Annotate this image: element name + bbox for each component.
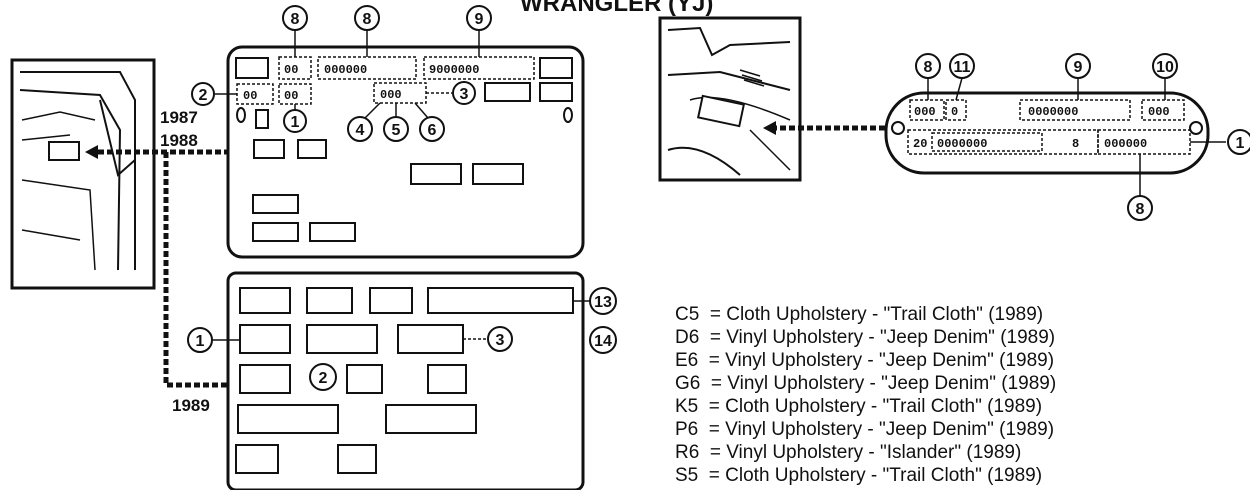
callout-5: 5 <box>392 122 401 139</box>
door-illustration-right <box>658 16 802 182</box>
callout-1989-13: 13 <box>594 294 612 311</box>
digits-1989-code11: 0 <box>951 105 958 119</box>
callout-r-1: 1 <box>1236 135 1245 152</box>
plate-1989-code: 000 0 0000000 000 20 0000000 8 000000 <box>884 91 1210 175</box>
callouts-1989-plate: 8 11 9 10 1 8 <box>915 53 1250 221</box>
year-label-1988: 1988 <box>160 131 198 150</box>
digits-code1: 00 <box>284 89 298 103</box>
callout-1989-1: 1 <box>196 333 205 350</box>
callout-9: 9 <box>475 11 484 28</box>
callout-1989-14: 14 <box>594 333 612 350</box>
legend-line: D6 = Vinyl Upholstery - "Jeep Denim" (19… <box>675 327 1055 348</box>
legend-line: P6 = Vinyl Upholstery - "Jeep Denim" (19… <box>675 419 1054 440</box>
trim-plate-location <box>48 141 80 161</box>
legend-line: R6 = Vinyl Upholstery - "Islander" (1989… <box>675 442 1021 463</box>
callout-1: 1 <box>291 114 300 131</box>
digits-1989-mid: 0000000 <box>937 137 987 151</box>
digits-code9: 9000000 <box>429 63 479 77</box>
door-illustration-left <box>10 58 156 290</box>
digits-1989-prefix: 20 <box>913 137 927 151</box>
year-label-1987: 1987 <box>160 108 198 127</box>
plate-1989 <box>226 271 585 490</box>
callouts-1989: 1 2 3 13 14 <box>187 287 617 391</box>
callouts-1987: 8 8 9 2 1 3 4 5 6 <box>191 5 492 142</box>
callout-r-11: 11 <box>954 59 971 76</box>
leader-dashed-1989 <box>763 121 885 135</box>
trim-plate-location-1989 <box>696 94 746 128</box>
legend-line: S5 = Cloth Upholstery - "Trail Cloth" (1… <box>675 465 1042 486</box>
callout-1989-3: 3 <box>496 332 505 349</box>
leader-dashed-1987 <box>85 145 230 388</box>
callout-r-10: 10 <box>1156 59 1174 76</box>
callout-3: 3 <box>460 86 469 103</box>
diagram-title: WRANGLER (YJ) <box>520 0 713 17</box>
year-label-1989: 1989 <box>172 396 210 415</box>
digits-1989-code9: 0000000 <box>1028 105 1078 119</box>
callout-8a: 8 <box>291 11 300 28</box>
digits-1989-suffix: 8 <box>1072 137 1079 151</box>
legend-line: E6 = Vinyl Upholstery - "Jeep Denim" (19… <box>675 350 1054 371</box>
callout-r-8b: 8 <box>1136 201 1145 218</box>
digits-1989-code8b: 000000 <box>1104 137 1147 151</box>
legend-line: K5 = Cloth Upholstery - "Trail Cloth" (1… <box>675 396 1042 417</box>
callout-r-9: 9 <box>1074 59 1083 76</box>
digits-code8-wide: 000000 <box>324 63 367 77</box>
digits-code2: 00 <box>243 89 257 103</box>
digits-1989-code10: 000 <box>1148 105 1170 119</box>
callout-8b: 8 <box>363 11 372 28</box>
callout-1989-2: 2 <box>319 370 328 387</box>
callout-r-8: 8 <box>924 59 933 76</box>
plate-1987-1988: 00 000000 9000000 00 00 000 <box>226 45 585 259</box>
callout-4: 4 <box>356 122 365 139</box>
digits-code8-small: 00 <box>284 63 298 77</box>
legend-line: C5 = Cloth Upholstery - "Trail Cloth" (1… <box>675 304 1043 325</box>
legend-line: G6 = Vinyl Upholstery - "Jeep Denim" (19… <box>675 373 1056 394</box>
callout-2: 2 <box>199 87 208 104</box>
upholstery-legend: C5 = Cloth Upholstery - "Trail Cloth" (1… <box>675 304 1056 486</box>
callout-6: 6 <box>428 122 437 139</box>
digits-code456: 000 <box>380 88 402 102</box>
digits-1989-code8: 000 <box>914 105 936 119</box>
